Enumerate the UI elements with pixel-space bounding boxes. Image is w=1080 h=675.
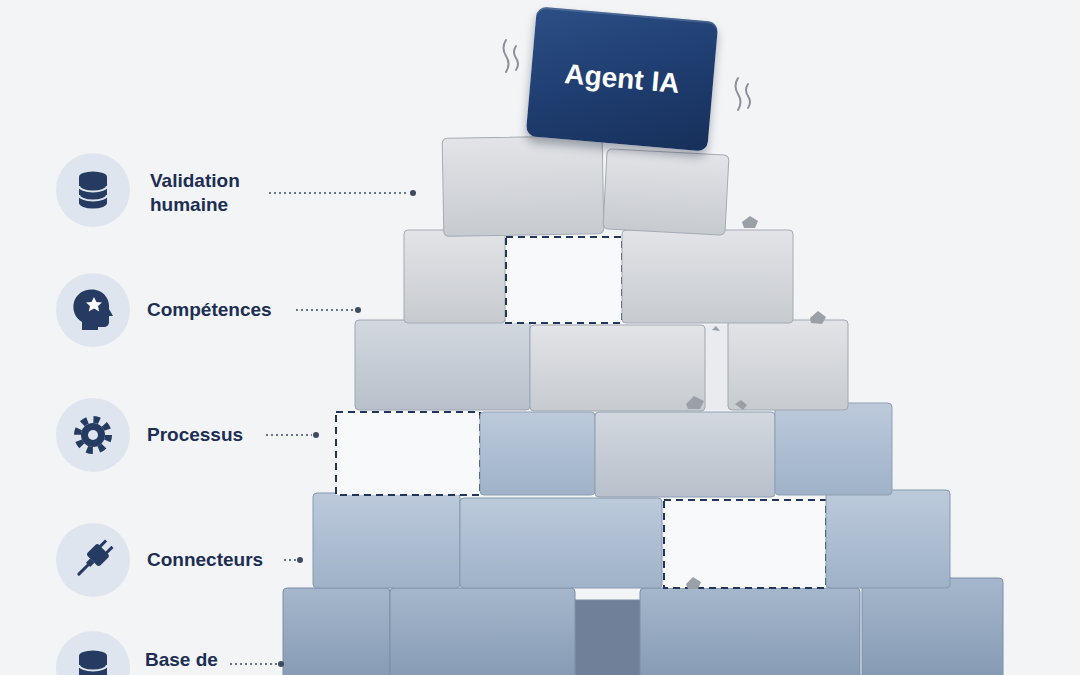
- leader-lines: [230, 190, 416, 667]
- layer-label: Validation humaine: [150, 169, 262, 217]
- head-star-icon: [73, 290, 113, 331]
- layer-label: Base de: [145, 648, 218, 672]
- rubble: [686, 216, 826, 589]
- leader-dot: [297, 557, 303, 563]
- layer-label: Processus: [147, 423, 243, 447]
- agent-block: Agent IA: [526, 6, 719, 151]
- brick-row: [313, 490, 950, 588]
- leader-line: [230, 663, 277, 665]
- leader-dot: [313, 432, 319, 438]
- leader-line: [266, 434, 312, 436]
- database-icon: [79, 651, 107, 675]
- block-text: Agent IA: [563, 58, 680, 100]
- leader-line: [296, 309, 354, 311]
- leader-line: [284, 559, 296, 561]
- leader-dot: [278, 661, 284, 667]
- plug-icon: [72, 537, 115, 580]
- brick-row: [336, 403, 892, 497]
- leader-dot: [355, 307, 361, 313]
- leader-line: [269, 192, 409, 194]
- layer-label: Compétences: [147, 298, 272, 322]
- icon-discs: [56, 153, 130, 675]
- brick-row: [442, 136, 729, 237]
- layer-label: Connecteurs: [147, 548, 263, 572]
- brick-row: [404, 230, 793, 323]
- brick-row: [283, 578, 1003, 675]
- leader-dot: [410, 190, 416, 196]
- brick-row: [355, 320, 848, 411]
- gear-icon: [78, 420, 109, 451]
- database-icon: [79, 172, 107, 209]
